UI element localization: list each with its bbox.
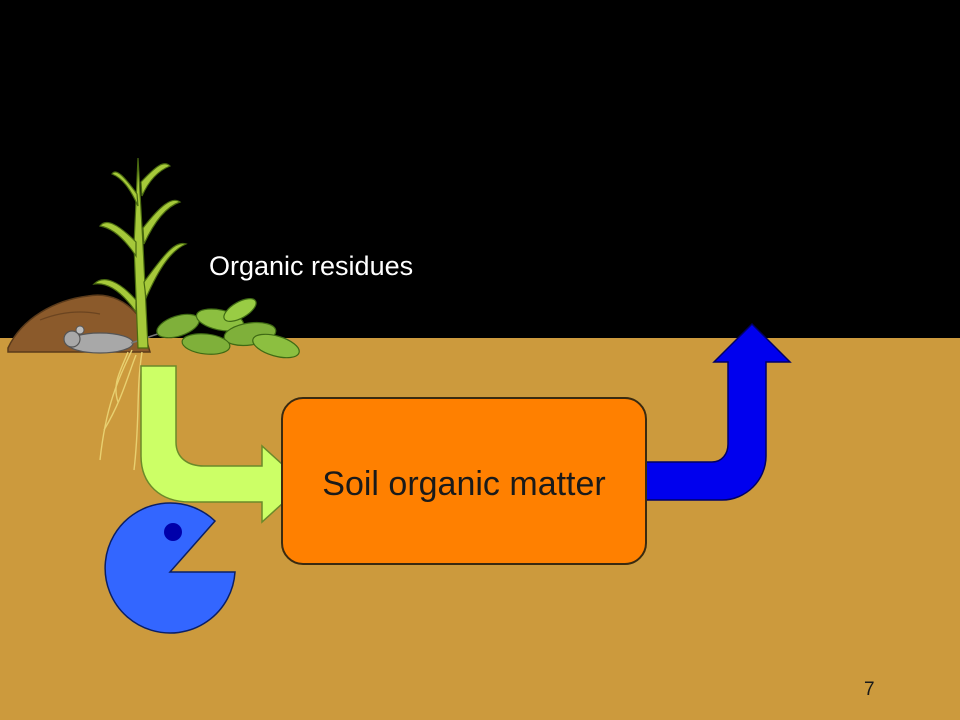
decomposer-pacman-icon <box>104 502 236 634</box>
dead-mouse-icon <box>63 325 159 354</box>
soil-organic-matter-label: Soil organic matter <box>322 465 606 503</box>
output-arrow <box>639 322 792 501</box>
fallen-leaves-icon <box>156 298 300 359</box>
soil-organic-matter-box <box>281 397 647 565</box>
corn-plant-icon <box>92 157 188 349</box>
residue-input-arrow <box>140 365 306 524</box>
plant-roots-icon <box>99 349 143 471</box>
decomposer-eye <box>164 523 182 541</box>
organic-residues-label: Organic residues <box>209 251 414 281</box>
page-number: 7 <box>864 679 875 700</box>
